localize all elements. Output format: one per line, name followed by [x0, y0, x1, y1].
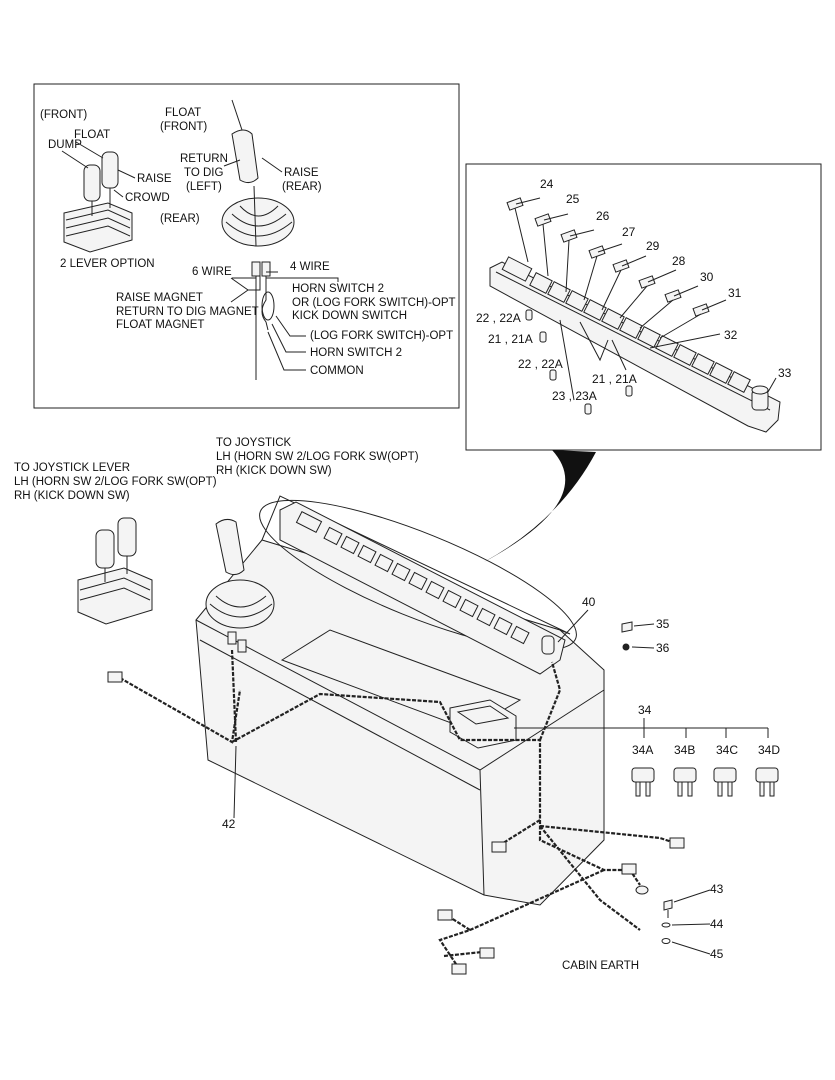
main-joystick-illustration [205, 518, 275, 653]
callout-23-23a: 23 , 23A [552, 389, 597, 403]
rh-lever-label: RH (KICK DOWN SW) [14, 490, 130, 502]
dump-label: DUMP [48, 139, 82, 151]
callout-21-21a-b: 21 , 21A [592, 372, 637, 386]
fuse-leader [514, 718, 769, 738]
return-label: RETURN [180, 153, 228, 165]
callout-45: 45 [710, 947, 724, 961]
or-log-fork-label: OR (LOG FORK SWITCH)-OPT [292, 297, 456, 309]
float-label: FLOAT [74, 129, 110, 141]
callout-32: 32 [724, 328, 738, 342]
main-two-lever-illustration [77, 517, 153, 625]
common-label: COMMON [310, 365, 364, 377]
cabin-earth-terminal [635, 885, 649, 895]
fuse-set [631, 767, 779, 797]
callout-34b: 34B [674, 743, 695, 757]
callout-26: 26 [596, 209, 610, 223]
callout-35: 35 [656, 617, 670, 631]
lh-joystick-label: LH (HORN SW 2/LOG FORK SW(OPT) [216, 451, 419, 463]
raise-magnet-label: RAISE MAGNET [116, 292, 203, 304]
callout-36: 36 [656, 641, 670, 655]
callout-43: 43 [710, 882, 724, 896]
callout-24: 24 [540, 177, 554, 191]
two-lever-option-label: 2 LEVER OPTION [60, 258, 155, 270]
callout-29: 29 [646, 239, 660, 253]
raise-joystick-label: RAISE [284, 167, 319, 179]
switch-panel-illustration [489, 197, 781, 433]
connector [437, 909, 453, 921]
rear-joystick-label: (REAR) [282, 181, 322, 193]
callout-28: 28 [672, 254, 686, 268]
cabin-earth-label: CABIN EARTH [562, 960, 639, 972]
log-fork-switch-label: (LOG FORK SWITCH)-OPT [310, 330, 453, 342]
four-wire-label: 4 WIRE [290, 261, 330, 273]
float-magnet-label: FLOAT MAGNET [116, 319, 204, 331]
connector [491, 841, 507, 853]
return-to-dig-magnet-label: RETURN TO DIG MAGNET [116, 306, 259, 318]
crowd-label: CROWD [125, 192, 170, 204]
to-joystick-lever-label: TO JOYSTICK LEVER [14, 462, 130, 474]
horn-switch-2-label: HORN SWITCH 2 [292, 283, 384, 295]
callout-42: 42 [222, 817, 236, 831]
callout-22-22a: 22 , 22A [476, 311, 521, 325]
raise-label: RAISE [137, 173, 172, 185]
fasteners [621, 621, 673, 944]
callout-44: 44 [710, 917, 724, 931]
switch-panel-inset-frame [465, 163, 822, 451]
six-wire-label: 6 WIRE [192, 266, 232, 278]
callout-27: 27 [622, 225, 636, 239]
to-dig-label: TO DIG [184, 167, 223, 179]
callout-40: 40 [582, 595, 596, 609]
front-paren-label: (FRONT) [160, 121, 207, 133]
callout-34a: 34A [632, 743, 653, 757]
rear-label: (REAR) [160, 213, 200, 225]
callout-34c: 34C [716, 743, 738, 757]
connector [451, 963, 467, 975]
rh-joystick-label: RH (KICK DOWN SW) [216, 465, 332, 477]
joystick-inset-frame [33, 83, 460, 409]
callout-21-21a: 21 , 21A [488, 332, 533, 346]
callout-leaders [233, 609, 711, 955]
callout-25: 25 [566, 192, 580, 206]
callout-22-22a-b: 22 , 22A [518, 357, 563, 371]
callout-34d: 34D [758, 743, 780, 757]
callout-33: 33 [778, 366, 792, 380]
to-joystick-label: TO JOYSTICK [216, 437, 292, 449]
two-lever-illustration [63, 151, 133, 253]
joystick-illustration [221, 99, 295, 380]
callout-34: 34 [638, 703, 652, 717]
callout-31: 31 [728, 286, 742, 300]
left-label: (LEFT) [186, 181, 222, 193]
lh-lever-label: LH (HORN SW 2/LOG FORK SW(OPT) [14, 476, 217, 488]
connector [107, 671, 123, 683]
horn-switch-2b-label: HORN SWITCH 2 [310, 347, 402, 359]
detail-arrow [484, 450, 596, 562]
connector [669, 837, 685, 849]
main-switch-panel [279, 501, 566, 675]
harness-branch [230, 649, 562, 743]
callout-30: 30 [700, 270, 714, 284]
kick-down-switch-label: KICK DOWN SWITCH [292, 310, 407, 322]
connector [479, 947, 495, 959]
float-front-label: FLOAT [165, 107, 201, 119]
front-label: (FRONT) [40, 109, 87, 121]
connector [621, 863, 637, 875]
